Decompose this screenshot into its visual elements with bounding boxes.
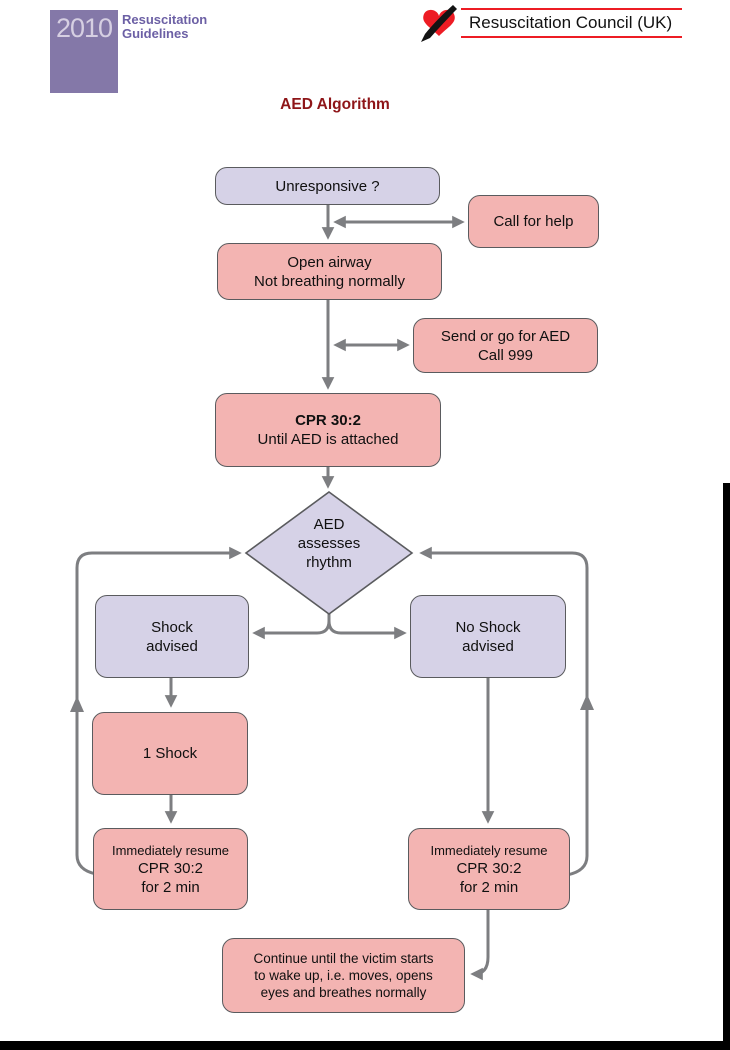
year-text: 2010 [55, 13, 113, 43]
connector-diamond-to-shock [252, 613, 331, 640]
node-text-line2: advised [146, 637, 198, 655]
node-text-line3: for 2 min [459, 878, 519, 896]
node-text-line1: CPR 30:2 [295, 412, 361, 429]
node-text-line3: eyes and breathes normally [260, 985, 427, 1000]
loop-right-up-arrowhead [580, 694, 594, 710]
connector-resume-right-to-continue [470, 910, 490, 981]
rcuk-logo-text: Resuscitation Council (UK) [461, 8, 683, 38]
node-text-line3: rhythm [306, 554, 352, 571]
right-edge-bar [723, 483, 730, 1050]
node-text-line2: CPR 30:2 [137, 859, 204, 877]
node-send-for-aed: Send or go for AED Call 999 [413, 318, 598, 373]
loop-left-up-arrowhead [70, 696, 84, 712]
node-unresponsive: Unresponsive ? [215, 167, 440, 205]
node-resume-cpr-left: Immediately resume CPR 30:2 for 2 min [93, 828, 248, 910]
node-text-line2: to wake up, i.e. moves, opens [254, 968, 433, 983]
connector-diamond-to-noshock [327, 620, 407, 640]
heart-icon [421, 5, 457, 42]
node-continue-until: Continue until the victim starts to wake… [222, 938, 465, 1013]
diamond-shape [244, 491, 414, 615]
page-title: AED Algorithm [280, 96, 390, 113]
node-text-line1: Immediately resume [430, 842, 548, 858]
node-text-line3: for 2 min [141, 878, 200, 896]
node-text-line1: Send or go for AED [440, 327, 571, 345]
node-text-line1: Open airway [287, 253, 372, 271]
guidelines-label-line1: Resuscitation [122, 12, 208, 27]
bottom-edge-bar [0, 1041, 730, 1050]
node-open-airway: Open airway Not breathing normally [217, 243, 442, 300]
node-text-line1: Immediately resume [111, 842, 230, 858]
node-aed-assesses-rhythm: AED assesses rhythm [269, 515, 389, 572]
node-text-line2: assesses [297, 535, 361, 552]
node-text-line1: AED [313, 516, 345, 533]
node-resume-cpr-right: Immediately resume CPR 30:2 for 2 min [408, 828, 570, 910]
node-text: Unresponsive ? [275, 177, 380, 195]
node-text-line2: advised [462, 637, 514, 655]
connector-loop-left [75, 546, 242, 876]
node-text-line2: Not breathing normally [254, 272, 405, 290]
node-call-for-help: Call for help [468, 195, 599, 248]
node-text-line2: Call 999 [477, 346, 534, 364]
node-text-line2: CPR 30:2 [456, 859, 522, 877]
node-text: 1 Shock [142, 745, 198, 762]
node-no-shock-advised: No Shock advised [410, 595, 566, 678]
node-cpr-30-2: CPR 30:2 Until AED is attached [215, 393, 441, 467]
node-text-line1: Continue until the victim starts [253, 951, 434, 966]
connector-loop-right [419, 546, 589, 877]
node-text-line2: Until AED is attached [257, 431, 399, 448]
node-text-line1: No Shock [455, 618, 521, 636]
node-text: Call for help [493, 213, 574, 230]
guidelines-label-line2: Guidelines [122, 26, 189, 41]
guidelines-label: Resuscitation Guidelines [122, 13, 207, 41]
node-shock-advised: Shock advised [95, 595, 249, 678]
year-badge: 2010 [50, 10, 118, 93]
node-one-shock: 1 Shock [92, 712, 248, 795]
node-text-line1: Shock [151, 618, 193, 636]
rcuk-logo: Resuscitation Council (UK) [419, 5, 683, 45]
